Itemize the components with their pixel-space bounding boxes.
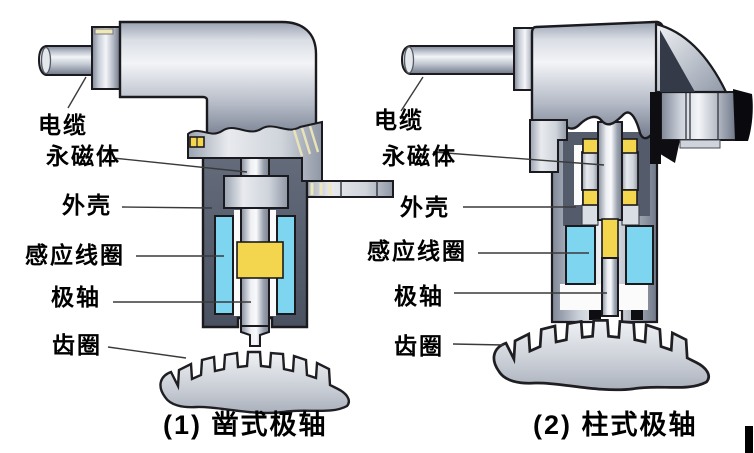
induction-coil-left-graphic <box>565 225 596 285</box>
inner-step-left <box>581 204 599 226</box>
label-gear-ring-left: 齿圈 <box>52 332 102 358</box>
leader-gear-ring <box>107 346 187 359</box>
label-induction-coil-right: 感应线圈 <box>367 238 467 264</box>
label-shell-right: 外壳 <box>400 194 450 220</box>
induction-coil-left-graphic <box>214 215 234 315</box>
induction-coil-right-graphic <box>625 225 654 285</box>
permanent-magnet-upper-left <box>582 138 599 154</box>
label-permanent-magnet-right: 永磁体 <box>382 143 457 169</box>
center-magnet-graphic <box>601 218 619 259</box>
label-pole-shaft-right: 极轴 <box>394 283 444 309</box>
right-sensor-graphic <box>400 20 753 392</box>
bracket-shadow-strip <box>650 92 661 164</box>
connector-stripe <box>94 28 114 35</box>
cable-end-cap <box>403 46 415 74</box>
bracket-edge-black <box>733 89 753 141</box>
gear-ring-graphic <box>159 350 351 415</box>
leader-lines-left <box>67 76 251 359</box>
leader-gear-ring <box>452 343 505 346</box>
flange-details <box>310 181 378 197</box>
chisel-tip-graphic <box>240 325 270 347</box>
seal-block-right <box>631 310 643 320</box>
bracket-lower-strip <box>679 139 721 149</box>
magnet-sleeve-right <box>621 151 639 191</box>
cable-connector <box>91 26 121 90</box>
cable-graphic <box>37 45 95 76</box>
leader-shell <box>121 206 213 209</box>
label-induction-coil-left: 感应线圈 <box>25 242 125 268</box>
cable-end-cap <box>40 46 52 75</box>
break-collar-graphic <box>187 120 323 182</box>
bracket-tail-black <box>657 140 680 163</box>
leader-permanent-magnet <box>432 151 605 166</box>
shaft-collar <box>223 175 289 209</box>
pole-shaft-column-tip <box>601 257 619 317</box>
shell-step-graphic <box>529 119 568 173</box>
inner-step-right <box>621 204 640 226</box>
caption-chisel-type: (1) 凿式极轴 <box>163 410 328 440</box>
bracket-panel <box>660 91 737 141</box>
mounting-flange <box>302 180 394 198</box>
gear-ring-graphic <box>492 318 711 392</box>
cable-graphic <box>400 45 515 75</box>
label-cable-right: 电缆 <box>374 107 424 133</box>
label-permanent-magnet-left: 永磁体 <box>46 143 121 169</box>
leader-cable <box>67 76 87 109</box>
bracket-panel-lines <box>685 92 719 140</box>
text-cursor-artifact <box>745 426 753 453</box>
inner-gap-left <box>574 145 582 205</box>
label-cable-left: 电缆 <box>38 112 88 138</box>
pole-shaft-graphic <box>597 121 623 221</box>
elbow-body-graphic <box>118 20 318 142</box>
permanent-magnet-graphic <box>236 241 284 279</box>
seal-block-left <box>589 310 601 320</box>
leader-lines-right <box>400 76 607 346</box>
collar-hatch-lines <box>292 125 320 157</box>
left-sensor-graphic <box>37 20 394 415</box>
label-gear-ring-right: 齿圈 <box>394 333 444 359</box>
permanent-magnet-lower-left <box>582 189 599 206</box>
leader-permanent-magnet <box>112 157 248 173</box>
label-pole-shaft-left: 极轴 <box>51 284 101 310</box>
magnet-sleeve-left <box>581 151 599 191</box>
leader-cable <box>400 76 424 112</box>
caption-column-type: (2) 柱式极轴 <box>533 410 698 440</box>
permanent-magnet-lower-right <box>621 189 638 206</box>
permanent-magnet-upper-right <box>621 138 638 154</box>
bracket-wedge-shadow <box>660 30 695 92</box>
label-shell-left: 外壳 <box>62 192 112 218</box>
